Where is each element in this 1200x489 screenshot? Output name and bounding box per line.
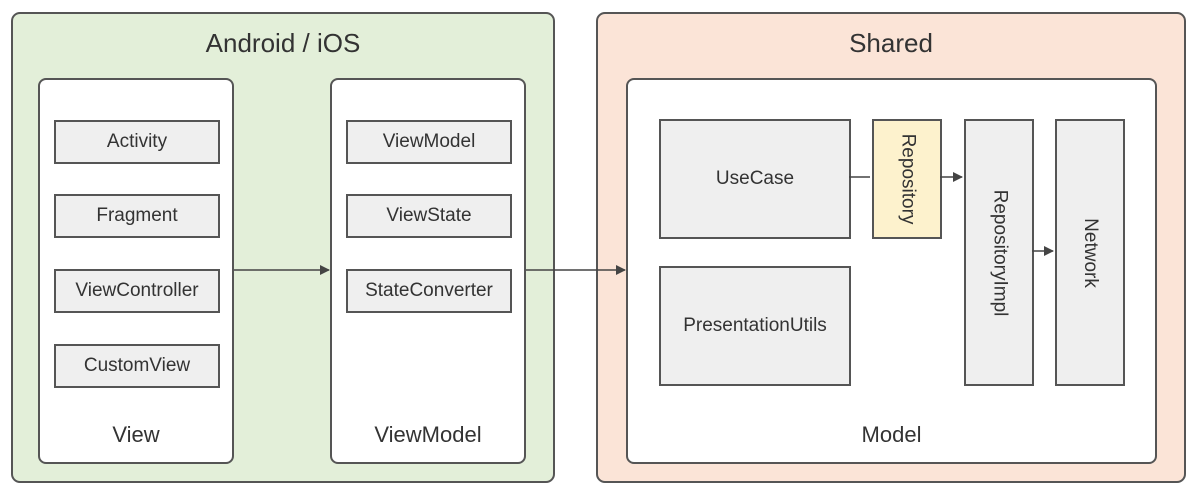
viewstate-box: ViewState xyxy=(346,194,512,238)
repository-label: Repository xyxy=(897,133,919,225)
view-panel-label: View xyxy=(112,422,160,447)
repositoryimpl-box: RepositoryImpl xyxy=(964,119,1034,386)
model-panel-label: Model xyxy=(861,422,922,447)
view-panel: Activity Fragment ViewController CustomV… xyxy=(38,78,234,464)
presentationutils-box: PresentationUtils xyxy=(659,266,851,386)
repositoryimpl-label: RepositoryImpl xyxy=(989,189,1010,316)
network-label: Network xyxy=(1080,217,1101,288)
viewmodel-panel-label: ViewModel xyxy=(374,422,482,447)
viewcontroller-box: ViewController xyxy=(54,269,220,313)
shared-group-title: Shared xyxy=(849,28,933,58)
repository-box: Repository xyxy=(872,119,942,239)
viewmodel-box: ViewModel xyxy=(346,120,512,164)
activity-box: Activity xyxy=(54,120,220,164)
customview-box: CustomView xyxy=(54,344,220,388)
viewmodel-panel: ViewModel ViewState StateConverter ViewM… xyxy=(330,78,526,464)
model-panel: UseCase PresentationUtils Repository Rep… xyxy=(626,78,1157,464)
fragment-box: Fragment xyxy=(54,194,220,238)
usecase-box: UseCase xyxy=(659,119,851,239)
stateconverter-box: StateConverter xyxy=(346,269,512,313)
platform-group-title: Android / iOS xyxy=(205,28,361,58)
network-box: Network xyxy=(1055,119,1125,386)
